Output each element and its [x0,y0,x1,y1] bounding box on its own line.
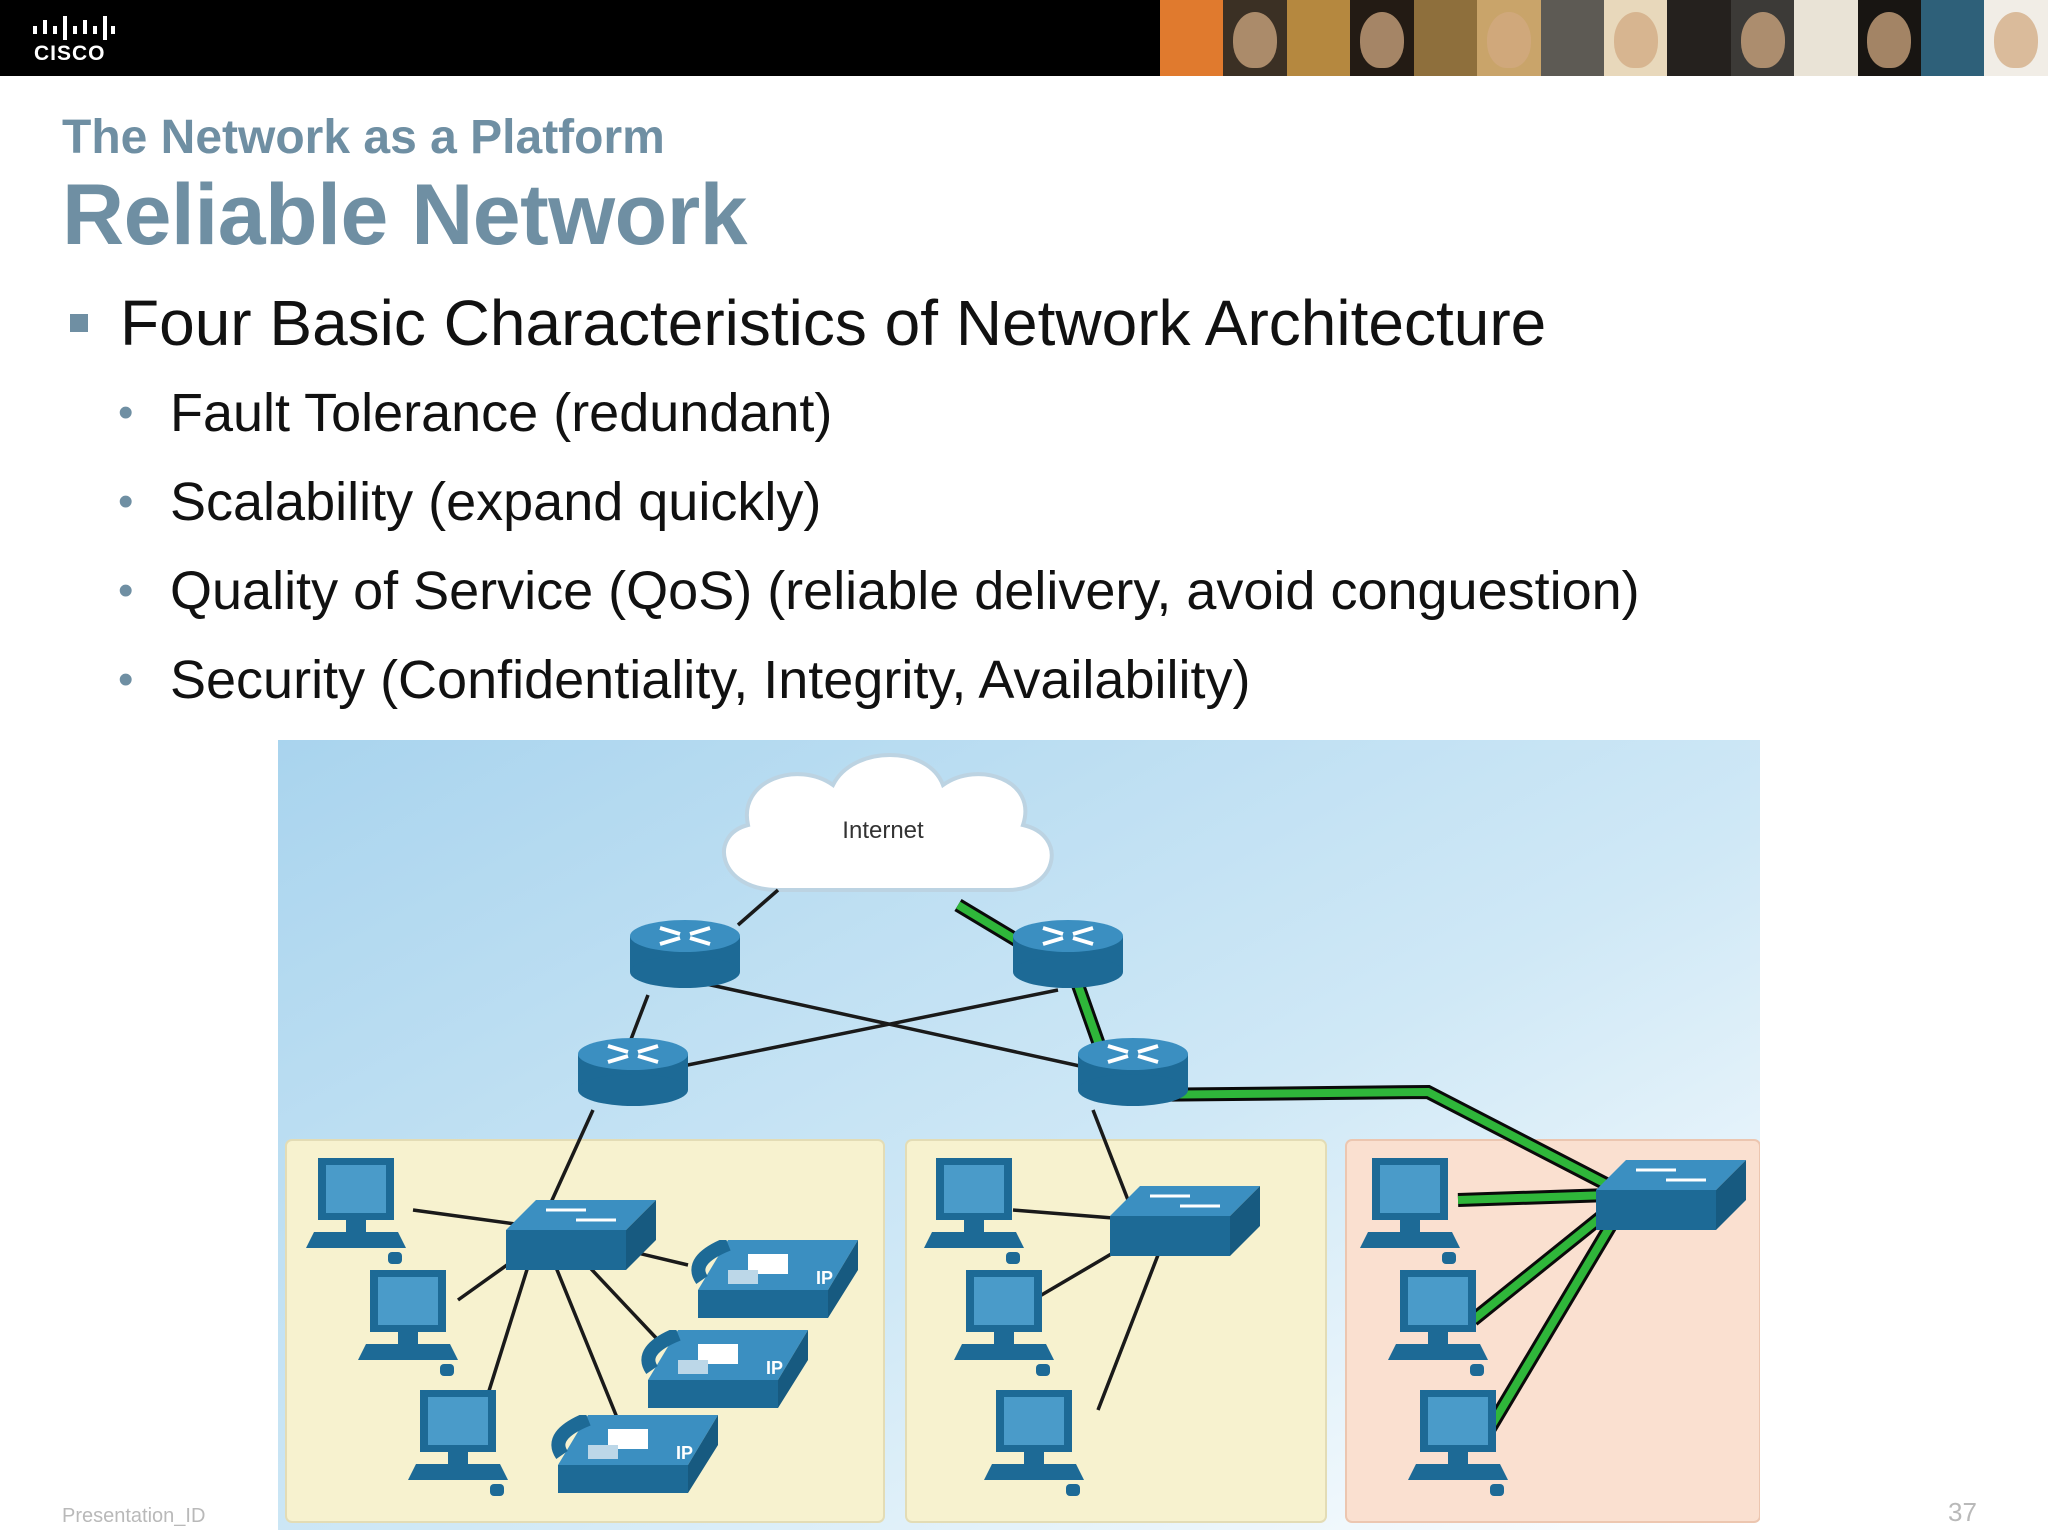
header-photo [1603,0,1668,76]
face-icon [1867,12,1912,68]
face-icon [1994,12,2039,68]
header-photo [1286,0,1351,76]
bullet-dot-icon: • [118,655,134,704]
sub-bullet-text: Scalability (expand quickly) [170,472,822,532]
internet-cloud-label: Internet [842,817,924,844]
header-photo [1921,0,1985,76]
slide-title: Reliable Network [62,167,748,263]
router-bottom-left [578,1036,688,1106]
ip-phone-label: IP [766,1358,783,1378]
sub-bullet-security: • Security (Confidentiality, Integrity, … [118,649,1640,738]
bullet-dot-icon: • [118,388,134,437]
cisco-wordmark: CISCO [34,42,106,65]
bullet-dot-icon: • [118,566,134,615]
internet-cloud [722,753,1054,892]
ip-phone-3: IP [558,1415,718,1493]
sub-bullet-fault-tolerance: • Fault Tolerance (redundant) [118,382,1640,471]
sub-bullet-text: Security (Confidentiality, Integrity, Av… [170,650,1251,710]
slide-subtitle: The Network as a Platform [62,111,665,164]
router-top-left [630,918,740,988]
header-photo [1477,0,1541,76]
presentation-id: Presentation_ID [62,1505,206,1527]
face-icon [1740,12,1785,68]
header-photo [1984,0,2048,76]
cisco-logo: CISCO [32,14,122,65]
header-bar: CISCO [0,0,2048,76]
header-photo [1223,0,1287,76]
header-photo [1413,0,1478,76]
network-diagram: Internet [278,740,1760,1530]
header-photo [1667,0,1731,76]
header-photo [1730,0,1795,76]
sub-bullet-text: Quality of Service (QoS) (reliable deliv… [170,561,1640,621]
header-photo [1857,0,1922,76]
header-photo [1794,0,1858,76]
router-top-right [1013,918,1123,988]
header-photo [1160,0,1224,76]
network-diagram-svg: Internet [278,740,1760,1530]
header-photo [1350,0,1414,76]
ip-phone-1: IP [698,1240,858,1318]
main-bullet-text: Four Basic Characteristics of Network Ar… [120,287,1547,359]
ip-phone-2: IP [648,1330,808,1408]
ip-phone-label: IP [816,1268,833,1288]
face-icon [1486,12,1531,68]
bullet-dot-icon: • [118,477,134,526]
cisco-bars-icon [33,16,115,40]
face-icon [1613,12,1658,68]
sub-bullet-qos: • Quality of Service (QoS) (reliable del… [118,560,1640,649]
sub-bullet-text: Fault Tolerance (redundant) [170,383,833,443]
router-bottom-right [1078,1036,1188,1106]
header-photo-strip [1160,0,2048,76]
sub-bullet-scalability: • Scalability (expand quickly) [118,471,1640,560]
switch-left [506,1200,656,1270]
square-bullet-icon [70,314,88,332]
main-bullet: Four Basic Characteristics of Network Ar… [70,286,1546,360]
face-icon [1233,12,1278,68]
header-photo [1540,0,1604,76]
switch-middle [1110,1186,1260,1256]
highlight-path [955,901,1624,1443]
face-icon [1359,12,1404,68]
page-number: 37 [1948,1497,1977,1527]
ip-phone-label: IP [676,1443,693,1463]
sub-bullet-list: • Fault Tolerance (redundant) • Scalabil… [118,382,1640,738]
switch-right [1596,1160,1746,1230]
